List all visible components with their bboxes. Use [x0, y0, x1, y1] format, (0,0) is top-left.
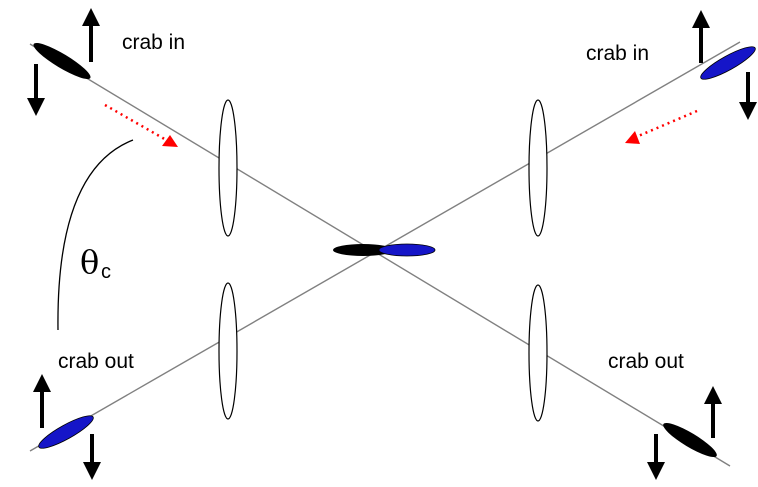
crab-in-label-left: crab in	[122, 31, 186, 54]
crab-out-label-left: crab out	[58, 350, 134, 373]
crossing-angle-subscript: c	[101, 261, 111, 283]
arrow-down-icon	[647, 434, 665, 480]
crab-cavity-top-left	[218, 99, 238, 237]
crab-cavity-bottom-left	[218, 282, 238, 420]
bunch-black-center	[333, 244, 393, 256]
crossing-angle-symbol: θ	[80, 243, 100, 281]
beam-line-descending	[29, 43, 731, 467]
bunch-black-bottom-right	[663, 422, 717, 458]
bunch-blue-center	[378, 243, 436, 257]
bunch-black-top-left	[33, 42, 91, 80]
red-kick-arrow-left	[104, 103, 178, 147]
crab-out-label-right: crab out	[608, 350, 684, 373]
arrow-up-icon	[704, 386, 722, 438]
arrow-up-icon	[692, 10, 710, 63]
crab-cavity-top-right	[528, 99, 548, 237]
arrow-up-icon	[33, 374, 51, 428]
crossing-angle-arc	[57, 139, 134, 331]
bunch-blue-top-right	[700, 46, 756, 80]
crab-cavity-bottom-right	[528, 284, 548, 422]
arrow-down-icon	[83, 434, 101, 480]
arrow-down-icon	[27, 64, 45, 116]
arrow-up-icon	[82, 8, 100, 62]
bunch-blue-bottom-left	[38, 415, 94, 449]
red-kick-arrow-right	[625, 109, 698, 144]
arrow-down-icon	[739, 72, 757, 120]
crab-in-label-right: crab in	[586, 42, 650, 65]
